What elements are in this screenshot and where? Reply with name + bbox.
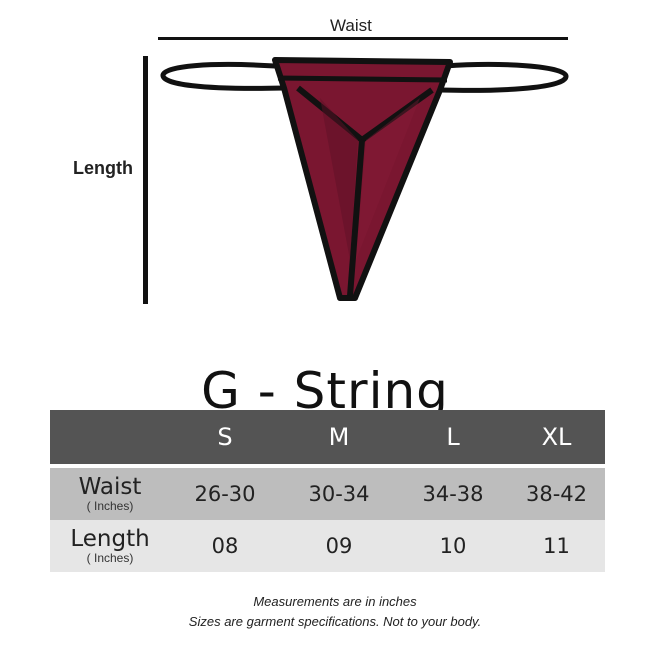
waistband-left <box>160 61 286 91</box>
seam-right <box>360 87 434 143</box>
note-garment-specs: Sizes are garment specifications. Not to… <box>188 614 482 629</box>
row-label-unit: ( Inches) <box>86 499 134 513</box>
header-size-m: M <box>328 423 350 451</box>
size-chart-table: S M L XL Waist ( Inches) 26-30 30-34 34-… <box>50 410 605 572</box>
table-cell: 09 <box>325 534 353 558</box>
seam-center <box>347 139 365 297</box>
table-cell: 10 <box>439 534 467 558</box>
waist-dimension-line <box>158 37 568 40</box>
panel-shade-right <box>356 98 420 260</box>
table-cell: 26-30 <box>194 482 256 506</box>
table-cell: 11 <box>543 534 570 558</box>
table-cell: 34-38 <box>422 482 484 506</box>
header-size-xl: XL <box>541 423 572 451</box>
table-header-row: S M L XL <box>50 410 605 464</box>
table-separator <box>50 464 605 468</box>
note-measurement-units: Measurements are in inches <box>253 594 417 609</box>
table-cell: 08 <box>211 534 239 558</box>
footnotes: Measurements are in inches Sizes are gar… <box>0 592 650 632</box>
length-dimension-label: Length <box>73 158 133 178</box>
row-label-waist: Waist ( Inches) <box>50 468 170 520</box>
table-cell: 38-42 <box>525 482 588 506</box>
table-row-length: Length ( Inches) 08 09 10 11 <box>50 520 605 572</box>
length-dimension-line <box>143 56 148 304</box>
front-panel <box>272 57 453 301</box>
front-top-band <box>277 75 448 83</box>
header-size-l: L <box>446 423 460 451</box>
row-label-text: Length <box>70 526 150 552</box>
header-blank <box>50 410 170 464</box>
measurement-figure: Waist Length <box>0 0 650 320</box>
row-label-unit: ( Inches) <box>86 551 134 565</box>
product-title: G - String <box>201 361 449 420</box>
table-row-waist: Waist ( Inches) 26-30 30-34 34-38 38-42 <box>50 468 605 520</box>
waistband-right <box>439 61 569 93</box>
table-cell: 30-34 <box>308 482 370 506</box>
row-label-text: Waist <box>78 474 142 500</box>
waist-dimension-label: Waist <box>330 16 372 35</box>
header-size-s: S <box>217 423 233 451</box>
panel-shade-left <box>320 98 358 260</box>
row-label-length: Length ( Inches) <box>50 520 170 572</box>
g-string-garment-illustration <box>160 57 569 301</box>
